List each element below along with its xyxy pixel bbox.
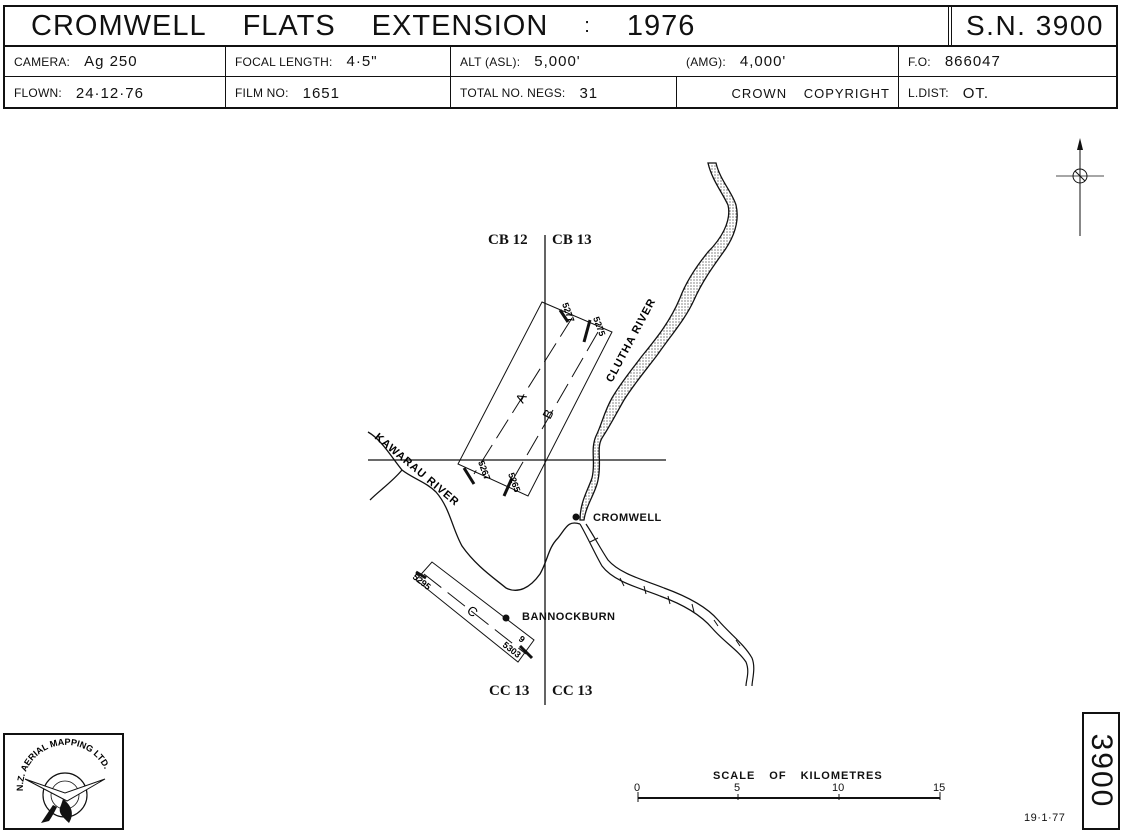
scale-title: SCALE OF KILOMETRES	[713, 770, 883, 782]
title-word: EXTENSION	[371, 9, 549, 42]
run-b-label: B	[539, 407, 556, 422]
title-word: 1976	[626, 9, 696, 42]
run-a-line	[473, 317, 573, 475]
grid-label-cc13-right: CC 13	[552, 683, 593, 699]
sortie-number: S.N. 3900	[948, 7, 1118, 45]
grid-label-cc13-left: CC 13	[489, 683, 530, 699]
ldist-value: OT.	[962, 84, 990, 102]
run-end-marks	[462, 309, 592, 497]
focal-length-label: FOCAL LENGTH:	[235, 54, 333, 69]
scale-title-word: KILOMETRES	[800, 770, 883, 782]
focal-length-value: 4·5"	[346, 53, 378, 70]
altitude-asl-value: 5,000'	[534, 53, 581, 70]
scale-title-word: OF	[769, 770, 787, 782]
cromwell-label: CROMWELL	[593, 512, 662, 524]
run-a-label: A	[512, 390, 529, 405]
altitude-asl-label: ALT (ASL):	[460, 54, 521, 69]
fo-label: F.O:	[908, 54, 931, 69]
total-negs-cell: TOTAL NO. NEGS: 31	[450, 77, 676, 109]
film-number-label: FILM NO:	[235, 86, 289, 100]
flown-value: 24·12·76	[75, 84, 144, 102]
clutha-river-downstream	[579, 523, 749, 687]
header-table: CROMWELL FLATS EXTENSION : 1976 S.N. 390…	[3, 5, 1118, 109]
camera-cell: CAMERA: Ag 250	[5, 47, 225, 76]
scale-tick-15: 15	[933, 782, 946, 794]
bannockburn-town-dot	[502, 614, 510, 622]
run-b-line	[507, 331, 599, 489]
copyright-cell: CROWN COPYRIGHT	[676, 77, 898, 109]
camera-value: Ag 250	[84, 53, 138, 70]
total-negs-label: TOTAL NO. NEGS:	[460, 86, 566, 100]
scale-bar	[637, 792, 941, 802]
scale-tick-5: 5	[734, 782, 741, 794]
scale-title-word: SCALE	[713, 770, 756, 782]
camera-label: CAMERA:	[14, 54, 71, 69]
title-word: CROMWELL	[31, 9, 207, 42]
altitude-amg-cell: (AMG): 4,000'	[677, 47, 898, 76]
coverage-box-c	[415, 561, 535, 663]
logo-box: N.Z. AERIAL MAPPING LTD.	[3, 733, 124, 830]
run-c-label: C	[464, 603, 481, 621]
kawarau-river-label: KAWARAU RIVER	[372, 431, 461, 509]
focal-length-cell: FOCAL LENGTH: 4·5"	[225, 47, 450, 76]
photo-number-5267: 5267	[476, 459, 492, 481]
river-ticks	[589, 537, 741, 647]
flown-cell: FLOWN: 24·12·76	[5, 77, 225, 109]
cromwell-town-dot	[572, 513, 580, 521]
copyright-text: CROWN COPYRIGHT	[731, 85, 890, 101]
nz-aerial-mapping-logo: N.Z. AERIAL MAPPING LTD.	[15, 737, 112, 823]
info-row-2: FLOWN: 24·12·76 FILM NO: 1651 TOTAL NO. …	[5, 77, 1116, 109]
photo-number-5275: 5275	[591, 315, 607, 337]
grid-label-cb13: CB 13	[552, 232, 592, 248]
clutha-river-downstream-bank	[585, 523, 755, 687]
scale-tick-0: 0	[634, 782, 641, 794]
kawarau-river	[367, 431, 581, 591]
altitude-asl-cell: ALT (ASL): 5,000'	[450, 47, 675, 76]
run-c-line	[423, 573, 527, 655]
title-word: FLATS	[242, 9, 336, 42]
film-number-value: 1651	[302, 84, 340, 102]
photo-number-9: 9	[517, 634, 527, 645]
title-row: CROMWELL FLATS EXTENSION : 1976 S.N. 390…	[5, 7, 1116, 47]
scale-tick-10: 10	[832, 782, 845, 794]
plot-date: 19·1·77	[1024, 812, 1066, 824]
photo-number-5295: 5295	[411, 572, 433, 592]
flown-label: FLOWN:	[14, 86, 62, 100]
ldist-cell: L.DIST: OT.	[898, 77, 1118, 109]
clutha-river	[579, 162, 738, 521]
fo-cell: F.O: 866047	[898, 47, 1118, 76]
side-number-box: 3900	[1082, 712, 1120, 830]
sortie-title: CROMWELL FLATS EXTENSION : 1976	[5, 7, 948, 45]
info-row-1: CAMERA: Ag 250 FOCAL LENGTH: 4·5" ALT (A…	[5, 47, 1116, 77]
fo-value: 866047	[944, 53, 1001, 70]
altitude-amg-value: 4,000'	[739, 53, 787, 70]
film-number-cell: FILM NO: 1651	[225, 77, 450, 109]
total-negs-value: 31	[579, 84, 599, 102]
grid-label-cb12: CB 12	[488, 232, 528, 248]
ldist-label: L.DIST:	[908, 86, 949, 100]
title-word: :	[584, 14, 591, 37]
north-arrow-icon	[1056, 138, 1104, 236]
altitude-amg-label: (AMG):	[686, 54, 726, 69]
run-c-end-marks	[415, 570, 534, 660]
bannockburn-label: BANNOCKBURN	[522, 611, 616, 623]
side-number: 3900	[1085, 733, 1118, 809]
